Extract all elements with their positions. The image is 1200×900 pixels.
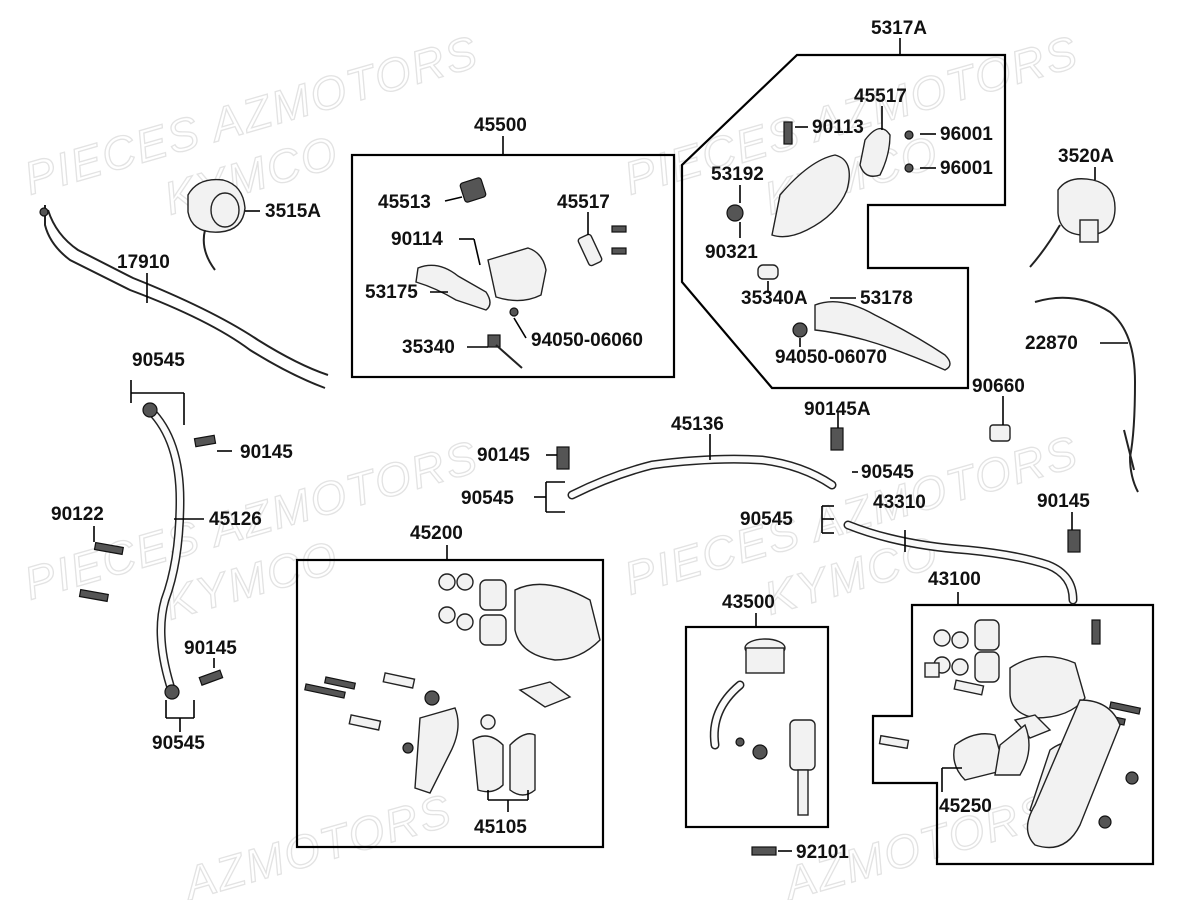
- brake-hose-45136: [556, 427, 844, 500]
- bolt-92101: [751, 846, 777, 856]
- label-3515A: 3515A: [265, 201, 321, 222]
- label-43500: 43500: [722, 592, 775, 613]
- switch-housing-3515A: [187, 178, 246, 271]
- group-box-43500: [684, 625, 830, 829]
- master-cylinder-5317A-parts: [726, 121, 951, 371]
- label-90122: 90122: [51, 504, 104, 525]
- brake-caliper-43100-parts: [878, 619, 1142, 849]
- clip-90660: [989, 424, 1011, 442]
- master-cylinder-43500-parts: [709, 638, 816, 816]
- label-90145-right: 90145: [1037, 491, 1090, 512]
- bolts-90122: [78, 541, 125, 603]
- label-3520A: 3520A: [1058, 146, 1114, 167]
- label-90545-left-top: 90545: [132, 350, 185, 371]
- label-90545-center: 90545: [740, 509, 793, 530]
- label-90545-mid-right: 90545: [861, 462, 914, 483]
- label-90145-left-top: 90145: [240, 442, 293, 463]
- watermark-text: AZMOTORS: [176, 784, 458, 900]
- label-35340A: 35340A: [741, 288, 808, 309]
- group-box-5317A: [680, 53, 1007, 390]
- group-frames: [295, 53, 1155, 866]
- label-96001-lower: 96001: [940, 158, 993, 179]
- brake-hose-45126: [142, 402, 224, 700]
- part-number-labels: 5317A 45517 90113 96001 96001 53192 9032…: [51, 18, 1114, 863]
- label-45126: 45126: [209, 509, 262, 530]
- label-90145A: 90145A: [804, 399, 871, 420]
- cable-22870: [1034, 296, 1139, 493]
- group-box-43100: [871, 603, 1155, 866]
- label-90145-mid: 90145: [477, 445, 530, 466]
- label-45517-top: 45517: [854, 86, 907, 107]
- label-90545-left-bottom: 90545: [152, 733, 205, 754]
- switch-housing-3520A: [1029, 178, 1116, 268]
- label-96001-upper: 96001: [940, 124, 993, 145]
- label-90321: 90321: [705, 242, 758, 263]
- group-box-45200: [295, 558, 605, 849]
- label-43310: 43310: [873, 492, 926, 513]
- leader-lines: [93, 38, 1128, 852]
- label-43100: 43100: [928, 569, 981, 590]
- label-45500: 45500: [474, 115, 527, 136]
- label-90660: 90660: [972, 376, 1025, 397]
- brake-hose-43310: [843, 520, 1081, 605]
- label-45136: 45136: [671, 414, 724, 435]
- label-94050-06060: 94050-06060: [531, 330, 643, 351]
- label-5317A: 5317A: [871, 18, 927, 39]
- group-box-45500: [350, 153, 676, 379]
- label-22870: 22870: [1025, 333, 1078, 354]
- label-90113: 90113: [812, 117, 864, 138]
- label-35340: 35340: [402, 337, 455, 358]
- label-45105: 45105: [474, 817, 527, 838]
- label-53178: 53178: [860, 288, 913, 309]
- label-45250: 45250: [939, 796, 992, 817]
- label-53192: 53192: [711, 164, 764, 185]
- label-90114: 90114: [391, 229, 443, 250]
- label-45517-left: 45517: [557, 192, 610, 213]
- label-90545-mid-left: 90545: [461, 488, 514, 509]
- label-92101: 92101: [796, 842, 849, 863]
- label-45200: 45200: [410, 523, 463, 544]
- throttle-cable-17910: [39, 205, 329, 389]
- label-94050-06070: 94050-06070: [775, 347, 887, 368]
- label-17910: 17910: [117, 252, 170, 273]
- label-90145-left-bottom: 90145: [184, 638, 237, 659]
- master-cylinder-45500-parts: [415, 177, 627, 369]
- label-53175: 53175: [365, 282, 418, 303]
- label-45513: 45513: [378, 192, 431, 213]
- brake-caliper-45200-parts: [304, 573, 601, 796]
